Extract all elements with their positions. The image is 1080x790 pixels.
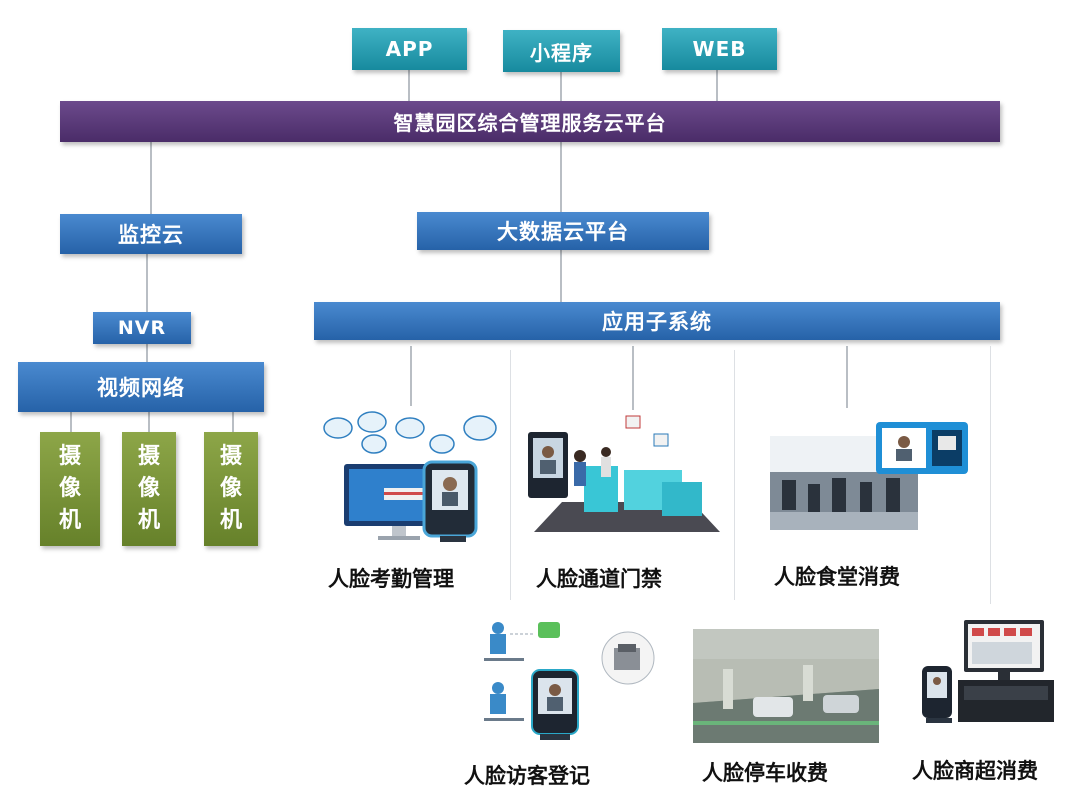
- connector-video-cam2: [148, 412, 150, 432]
- video-network-box: 视频网络: [18, 362, 264, 412]
- divider-3: [990, 346, 991, 604]
- camera-box-2: 摄 像 机: [122, 432, 176, 546]
- connector-mini: [560, 72, 562, 102]
- camera-char: 像: [137, 476, 160, 501]
- platform-bar: 智慧园区综合管理服务云平台: [60, 101, 1000, 142]
- camera-char: 像: [219, 476, 242, 501]
- camera-box-1: 摄 像 机: [40, 432, 100, 546]
- camera-char: 摄: [219, 444, 242, 469]
- canteen-illustration: [768, 418, 972, 532]
- connector-canteen: [846, 346, 848, 408]
- mall-illustration: [918, 618, 1054, 726]
- canteen-label: 人脸食堂消费: [774, 565, 900, 589]
- attendance-label: 人脸考勤管理: [328, 567, 454, 591]
- monitor-cloud-box: 监控云: [60, 214, 242, 254]
- connector-nvr-video: [146, 344, 148, 362]
- nvr-box: NVR: [93, 312, 191, 344]
- connector-platform-bigdata: [560, 142, 562, 212]
- visitor-illustration: [476, 618, 660, 746]
- access-label: 人脸通道门禁: [536, 567, 662, 591]
- camera-box-3: 摄 像 机: [204, 432, 258, 546]
- connector-web: [716, 70, 718, 102]
- mall-label: 人脸商超消费: [912, 759, 1038, 783]
- visitor-label: 人脸访客登记: [464, 764, 590, 788]
- connector-attendance: [410, 346, 412, 406]
- bigdata-platform-box: 大数据云平台: [417, 212, 709, 250]
- connector-access: [632, 346, 634, 410]
- camera-char: 摄: [58, 444, 81, 469]
- camera-char: 像: [58, 476, 81, 501]
- parking-illustration: [693, 629, 879, 743]
- divider-2: [734, 350, 735, 600]
- app-subsystem-bar: 应用子系统: [314, 302, 1000, 340]
- divider-1: [510, 350, 511, 600]
- connector-bigdata-app: [560, 250, 562, 302]
- web-node: WEB: [662, 28, 777, 70]
- app-node: APP: [352, 28, 467, 70]
- camera-char: 机: [219, 508, 242, 533]
- access-illustration: [522, 412, 722, 544]
- mini-program-node: 小程序: [503, 30, 620, 72]
- connector-platform-monitor: [150, 142, 152, 214]
- attendance-illustration: [322, 406, 502, 546]
- connector-app: [408, 70, 410, 102]
- connector-video-cam3: [232, 412, 234, 432]
- camera-char: 摄: [137, 444, 160, 469]
- camera-char: 机: [137, 508, 160, 533]
- parking-label: 人脸停车收费: [702, 761, 828, 785]
- connector-monitor-nvr: [146, 254, 148, 312]
- connector-video-cam1: [70, 412, 72, 432]
- camera-char: 机: [58, 508, 81, 533]
